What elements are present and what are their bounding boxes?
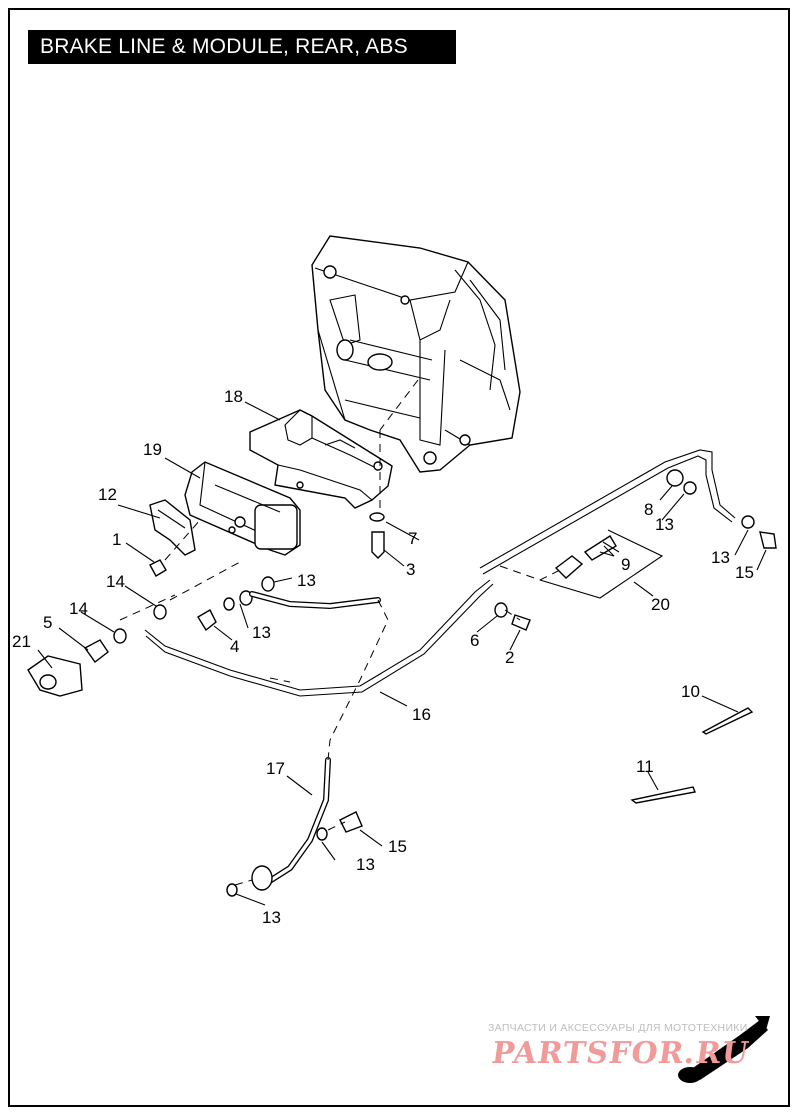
callout-11: 11 [636,757,654,776]
callout-9: 9 [621,555,630,574]
brake-lines [144,449,736,891]
callout-16: 16 [412,705,431,724]
callout-5: 5 [43,613,52,632]
callout-4: 4 [230,637,239,656]
watermark-logo: PARTSFOR.RU [489,1036,752,1071]
callout-12: 12 [98,485,117,504]
callout-15-b: 15 [388,837,407,856]
callout-15-a: 15 [735,563,754,582]
frame-assembly [311,235,521,473]
callout-13-b: 13 [655,515,674,534]
callout-numbers: 1 2 3 4 5 6 7 8 9 10 11 12 13 13 13 13 1… [12,387,754,927]
callout-13-a: 13 [297,571,316,590]
hardware [27,469,777,897]
callout-3: 3 [406,560,415,579]
callout-10: 10 [681,682,700,701]
callout-2: 2 [505,648,514,667]
callout-7: 7 [408,529,417,548]
callout-20: 20 [651,595,670,614]
item-20-group-line [539,529,664,599]
callout-13-d: 13 [711,548,730,567]
callout-13-f: 13 [262,908,281,927]
callout-18: 18 [224,387,243,406]
abs-module-part-19 [184,461,301,556]
callout-13-c: 13 [252,623,271,642]
diagram-frame [8,8,790,1107]
page-title: BRAKE LINE & MODULE, REAR, ABS [28,30,456,64]
callout-14-a: 14 [106,572,125,591]
callout-14-b: 14 [69,599,88,618]
callout-1: 1 [112,530,121,549]
clamp-part-12 [149,499,196,556]
callout-17: 17 [266,759,285,778]
watermark-tagline: ЗАПЧАСТИ И АКСЕССУАРЫ ДЛЯ МОТОТЕХНИКИ [488,1022,748,1034]
callout-13-e: 13 [356,855,375,874]
motorcycle-logo-icon [678,1016,770,1083]
callout-6: 6 [470,631,479,650]
callout-8: 8 [644,500,653,519]
callout-19: 19 [143,440,162,459]
callout-21: 21 [12,632,31,651]
leader-lines [37,401,767,906]
